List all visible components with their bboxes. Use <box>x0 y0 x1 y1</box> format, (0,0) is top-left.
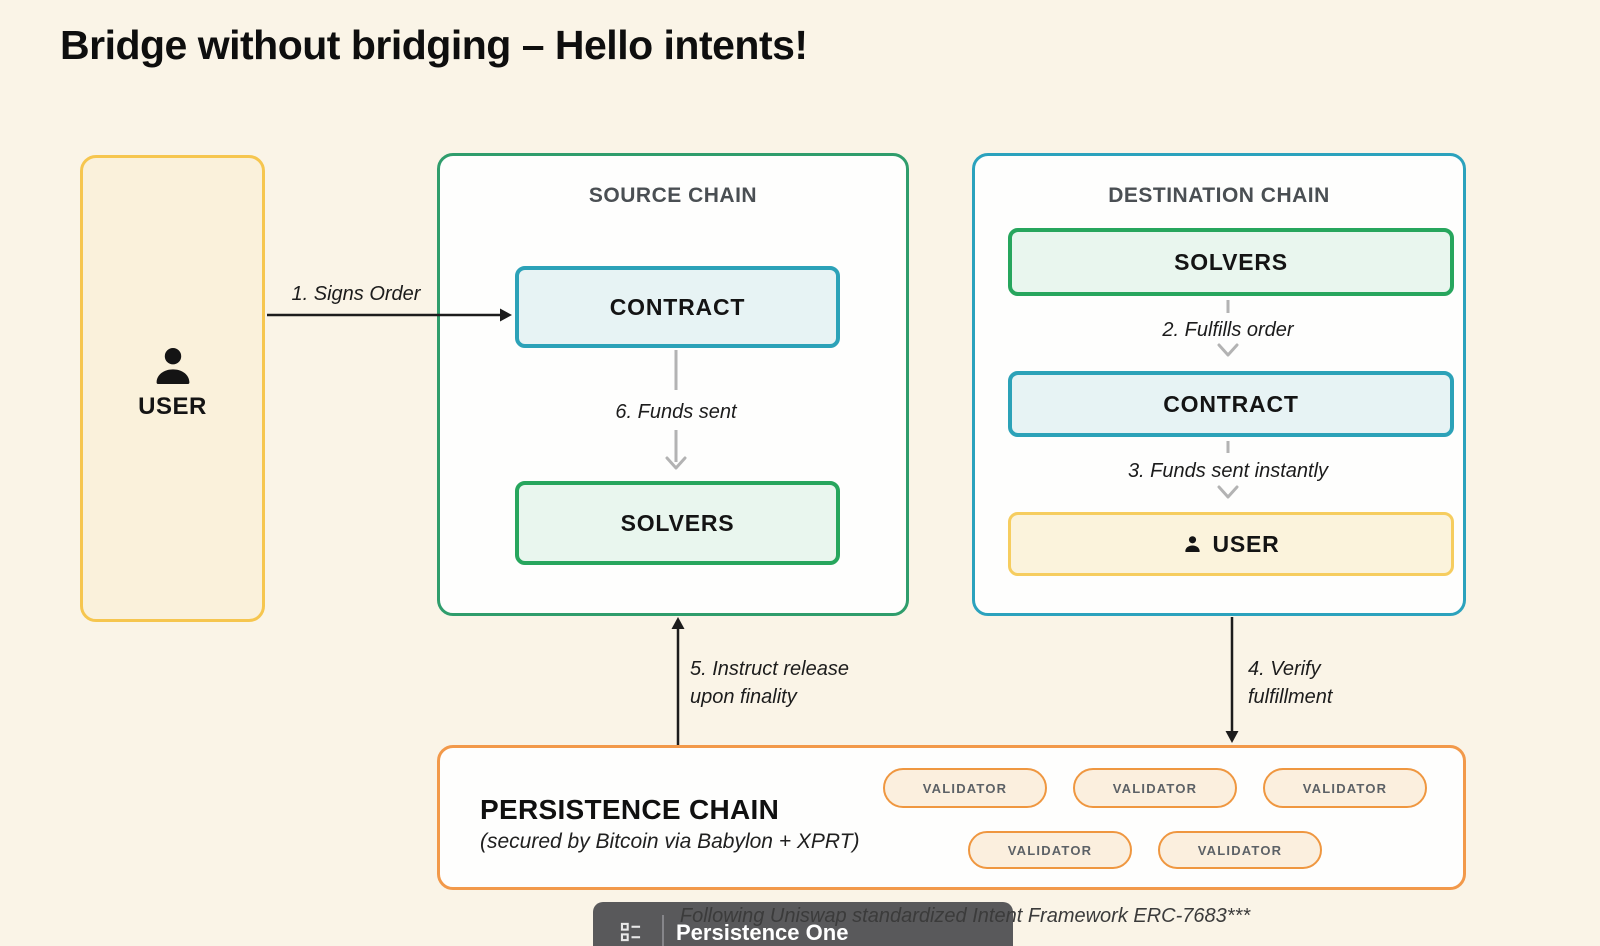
validator-pill: VALIDATOR <box>1073 768 1237 808</box>
label-signs-order: 1. Signs Order <box>291 283 421 305</box>
label-verify-fulfillment: 4. Verify fulfillment <box>1248 655 1332 711</box>
arrowhead-instruct-release <box>671 617 685 629</box>
destination-chain-title: DESTINATION CHAIN <box>1108 184 1330 207</box>
source-chain-title: SOURCE CHAIN <box>588 184 758 207</box>
label-verify-fulfillment-line1: 4. Verify <box>1248 658 1321 680</box>
destination-user-node: USER <box>1008 512 1454 576</box>
destination-user-label: USER <box>1212 530 1280 557</box>
source-solvers-node: SOLVERS <box>515 481 840 565</box>
user-box: USER <box>80 155 265 622</box>
user-box-label: USER <box>138 393 207 420</box>
persistence-chain-subtitle: (secured by Bitcoin via Babylon + XPRT) <box>480 830 860 853</box>
destination-solvers-node: SOLVERS <box>1008 228 1454 296</box>
destination-chain: DESTINATION CHAIN SOLVERS CONTRACT USER <box>972 153 1466 616</box>
label-funds-instantly: 3. Funds sent instantly <box>1127 460 1329 482</box>
label-instruct-release: 5. Instruct release upon finality <box>690 655 849 711</box>
brand-name: Persistence One <box>676 920 849 945</box>
user-icon <box>1182 534 1203 555</box>
source-chain: SOURCE CHAIN CONTRACT SOLVERS <box>437 153 909 616</box>
label-verify-fulfillment-line2: fulfillment <box>1248 686 1333 708</box>
validator-pill: VALIDATOR <box>883 768 1047 808</box>
label-instruct-release-line1: 5. Instruct release <box>690 658 849 680</box>
user-icon <box>149 343 197 396</box>
label-instruct-release-line2: upon finality <box>690 686 797 708</box>
source-contract-node: CONTRACT <box>515 266 840 348</box>
footnote: Following Uniswap standardized Intent Fr… <box>679 905 1251 927</box>
validator-pill: VALIDATOR <box>1158 831 1322 869</box>
destination-contract-node: CONTRACT <box>1008 371 1454 437</box>
validator-pill: VALIDATOR <box>968 831 1132 869</box>
persistence-chain: PERSISTENCE CHAIN (secured by Bitcoin vi… <box>437 745 1466 890</box>
arrowhead-verify-fulfillment <box>1225 731 1239 743</box>
persistence-chain-title: PERSISTENCE CHAIN <box>480 794 780 825</box>
brand-bar: Persistence One <box>593 902 1013 946</box>
brand-divider <box>662 915 664 946</box>
persistence-logo-icon <box>620 922 643 946</box>
validator-pill: VALIDATOR <box>1263 768 1427 808</box>
label-fulfills-order: 2. Fulfills order <box>1162 319 1294 341</box>
page-title: Bridge without bridging – Hello intents! <box>60 22 808 68</box>
label-funds-sent: 6. Funds sent <box>615 401 737 423</box>
